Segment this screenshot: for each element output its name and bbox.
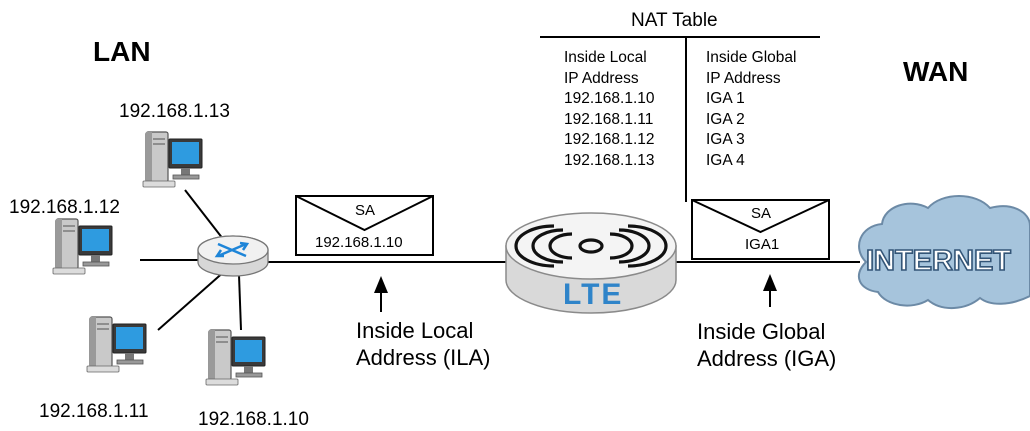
lte-router-icon	[505, 212, 677, 314]
wan-zone-label: WAN	[903, 56, 969, 87]
arrow-up-icon-ila	[374, 276, 388, 312]
nat-table-cell: IGA 2	[706, 110, 745, 128]
link-host-10	[238, 274, 242, 331]
nat-table-cell: IGA 1	[706, 90, 745, 107]
nat-global-header: Inside Global IP Address	[706, 49, 797, 87]
lte-device-label: LTE	[563, 278, 624, 311]
packet-lan-source-address: 192.168.1.10	[315, 234, 403, 251]
iga-callout-label: Inside Global Address (IGA)	[697, 319, 837, 371]
computer-icon-host-10	[205, 329, 266, 386]
switch-icon	[197, 235, 269, 277]
nat-table-cell: 192.168.1.12	[564, 131, 655, 148]
computer-icon-host-12	[52, 218, 113, 275]
ila-callout-label: Inside Local Address (ILA)	[356, 318, 491, 370]
packet-lan-field: SA	[355, 202, 376, 219]
host-ip-label: 192.168.1.10	[198, 409, 309, 430]
nat-local-header: Inside Local IP Address	[564, 49, 647, 87]
host-ip-label: 192.168.1.13	[119, 101, 230, 122]
packet-wan-source-address: IGA1	[745, 236, 780, 253]
nat-table-cell: 192.168.1.11	[564, 110, 654, 128]
computer-icon-host-13	[142, 131, 203, 188]
packet-envelope-wan	[691, 199, 830, 260]
nat-table-cell: IGA 4	[706, 151, 745, 169]
nat-table-cell: IGA 3	[706, 131, 745, 148]
packet-envelope-lan	[295, 195, 434, 256]
computer-icon-host-11	[86, 316, 147, 373]
host-ip-label: 192.168.1.11	[39, 401, 149, 422]
nat-table-cell: 192.168.1.10	[564, 90, 655, 107]
host-ip-label: 192.168.1.12	[9, 197, 120, 218]
arrow-up-icon-iga	[763, 274, 777, 307]
nat-table-cell: 192.168.1.13	[564, 151, 655, 169]
lan-zone-label: LAN	[93, 36, 151, 67]
nat-local-column: Inside Local IP Address 192.168.1.10 192…	[564, 48, 655, 171]
internet-cloud-label: INTERNET	[865, 245, 1012, 277]
packet-wan-field: SA	[751, 205, 772, 222]
nat-table-title: NAT Table	[631, 10, 718, 31]
link-host-11	[157, 269, 227, 331]
nat-global-column: Inside Global IP Address IGA 1 IGA 2 IGA…	[706, 48, 796, 171]
